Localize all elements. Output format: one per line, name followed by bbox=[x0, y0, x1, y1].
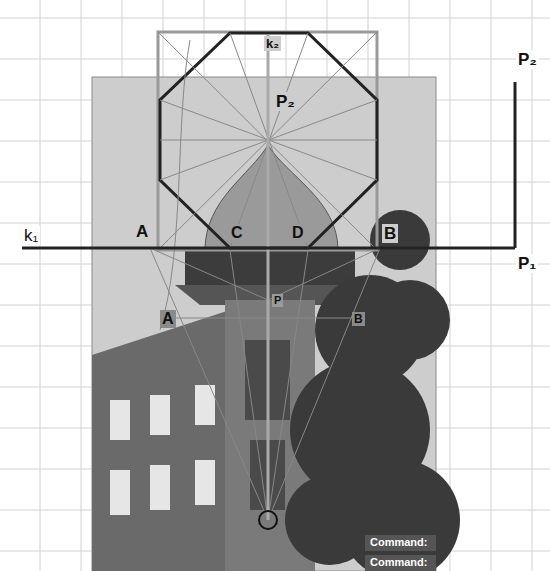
command-line: Command: bbox=[368, 536, 429, 549]
point-label: A bbox=[134, 222, 150, 241]
line-label: k₂ bbox=[264, 36, 281, 51]
point-label: D bbox=[290, 224, 306, 242]
photo bbox=[92, 77, 460, 571]
point-label: B bbox=[352, 312, 365, 326]
line-label: k₁ bbox=[22, 226, 40, 245]
point-label: P₂ bbox=[274, 92, 297, 111]
point-label: B bbox=[382, 224, 398, 243]
point-label: P₁ bbox=[516, 254, 538, 273]
point-label: A bbox=[160, 310, 176, 328]
construction-lines bbox=[22, 32, 515, 529]
point-label: P₂ bbox=[516, 50, 539, 69]
point-label: C bbox=[229, 224, 245, 242]
command-line: Command: bbox=[368, 556, 429, 569]
point-label: P bbox=[272, 294, 283, 307]
